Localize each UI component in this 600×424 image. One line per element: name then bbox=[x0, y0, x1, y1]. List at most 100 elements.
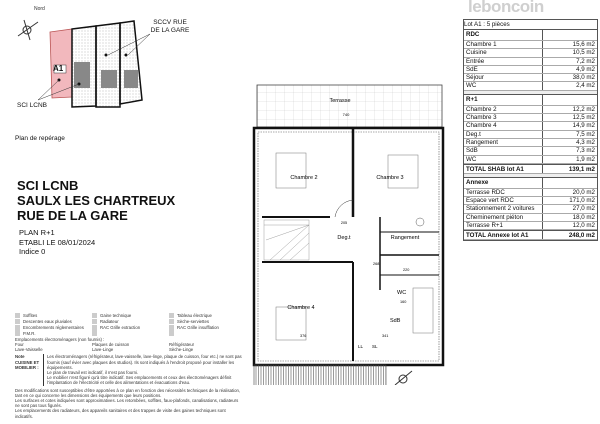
compass-icon bbox=[394, 370, 413, 385]
appliance-item: Lave-Vaisselle bbox=[15, 347, 43, 353]
table-row: Terrasse R+1 12,0 m2 bbox=[464, 222, 597, 231]
room-area: 12,5 m2 bbox=[572, 114, 595, 122]
room-label-wc: WC bbox=[397, 290, 406, 296]
room-label-bedroom2: Chambre 2 bbox=[290, 175, 317, 181]
room-area: 7,3 m2 bbox=[576, 147, 595, 155]
lot-label: A1 bbox=[53, 64, 64, 73]
appliance-item: Réfrigérateur bbox=[169, 342, 195, 348]
lower-roof bbox=[253, 364, 387, 385]
room-area: 12,0 m2 bbox=[572, 222, 595, 230]
note-heading: Note CUISINE ET MOBILIER : bbox=[15, 354, 40, 370]
dim-landing: 205 bbox=[341, 221, 347, 225]
room-name: SdE bbox=[464, 65, 543, 74]
room-area: 7,5 m2 bbox=[576, 130, 595, 138]
room-area: 2,4 m2 bbox=[576, 82, 595, 90]
room-name: Terrasse R+1 bbox=[464, 222, 543, 230]
title-line: SAULX LES CHARTREUX bbox=[17, 193, 176, 208]
legend-item: Descentes eaux pluviales bbox=[15, 319, 89, 325]
appliance-item: Lave-Linge bbox=[92, 347, 114, 353]
table-row: Chambre 1 15,6 m2 bbox=[464, 41, 597, 50]
appliances-title: Emplacements électroménagers (non fourni… bbox=[15, 336, 105, 342]
room-label-sl: SL bbox=[372, 344, 378, 349]
appliance-item: Plaques de cuisson bbox=[92, 342, 130, 348]
total-label: TOTAL Annexe lot A1 bbox=[464, 231, 543, 240]
appliance-item: Sèche-Linge bbox=[169, 347, 194, 353]
legend-item: Gaine technique bbox=[92, 313, 166, 319]
notes-block: Note CUISINE ET MOBILIER : Les électromé… bbox=[15, 354, 243, 386]
room-label-ll: LL bbox=[358, 344, 364, 349]
terrace-dimension: 740 bbox=[343, 112, 350, 117]
dim-wc: 160 bbox=[400, 300, 406, 304]
parcel-3 bbox=[95, 22, 121, 108]
room-label-bedroom4: Chambre 4 bbox=[287, 305, 314, 311]
plan-info: PLAN R+1 ETABLI LE 08/01/2024 Indice 0 bbox=[19, 228, 95, 257]
house-outline bbox=[252, 126, 445, 367]
plan-date: ETABLI LE 08/01/2024 bbox=[19, 237, 96, 247]
total-label: TOTAL SHAB lot A1 bbox=[464, 164, 543, 173]
room-name: Chambre 4 bbox=[464, 122, 543, 130]
room-area: 18,0 m2 bbox=[572, 213, 595, 221]
watermark: leboncoin bbox=[468, 0, 544, 16]
project-title: SCI LCNB SAULX LES CHARTREUX RUE DE LA G… bbox=[17, 178, 175, 223]
section-annexe: Annexe bbox=[464, 177, 597, 189]
room-area: 4,9 m2 bbox=[576, 65, 595, 73]
staircase bbox=[263, 219, 310, 261]
table-header-label: Lot A1 : 5 pièces bbox=[464, 21, 510, 28]
north-label: Nord bbox=[34, 6, 45, 12]
room-area: 4,3 m2 bbox=[576, 138, 595, 146]
footer-note: Les surfaces et cotes indiquées sont app… bbox=[15, 398, 239, 409]
site-plan bbox=[17, 19, 151, 108]
notes: Les électroménagers (réfrigérateur, lave… bbox=[43, 354, 243, 386]
section-r1: R+1 bbox=[464, 94, 597, 106]
legend-item: Soffites bbox=[15, 313, 89, 319]
legend-item: Encombrements réglementaires P.M.R. bbox=[15, 325, 89, 336]
bed bbox=[275, 306, 307, 341]
legend-item: Radiateur bbox=[92, 319, 166, 325]
footer-notes: Des modifications sont susceptibles d'êt… bbox=[15, 388, 243, 419]
plan-level: PLAN R+1 bbox=[19, 228, 55, 237]
parcel-4 bbox=[119, 20, 143, 105]
room-area: 38,0 m2 bbox=[572, 74, 595, 82]
dim-storage: 220 bbox=[403, 268, 409, 272]
neighbor-label-line: SCCV RUE bbox=[153, 19, 187, 26]
room-name: Chambre 1 bbox=[464, 41, 543, 49]
room-area: 12,2 m2 bbox=[572, 105, 595, 113]
floor-plan: Terrasse 740 Chambre 2 Chambre 3 Deg.t R… bbox=[252, 84, 445, 385]
room-name: Stationnement 2 voitures bbox=[464, 205, 543, 213]
room-name: Chambre 2 bbox=[464, 105, 543, 114]
room-area: 7,2 m2 bbox=[576, 57, 595, 65]
legend-item: Tableau électrique bbox=[169, 313, 243, 319]
room-area: 14,9 m2 bbox=[572, 122, 595, 130]
neighbor-label: SCCV RUE DE LA GARE bbox=[140, 19, 200, 35]
title-line: SCI LCNB bbox=[17, 178, 79, 193]
footer-note: Les emplacements des radiateurs, des app… bbox=[15, 408, 226, 419]
room-name: WC bbox=[464, 155, 543, 163]
room-area: 15,6 m2 bbox=[572, 41, 595, 48]
terrace bbox=[256, 84, 443, 128]
table-header: Lot A1 : 5 pièces bbox=[464, 20, 597, 30]
compass-icon bbox=[17, 19, 39, 41]
note: Les électroménagers (réfrigérateur, lave… bbox=[47, 354, 242, 370]
legend-item: Sèche-serviettes bbox=[169, 319, 243, 325]
section-label: RDC bbox=[464, 30, 543, 40]
site-plan-caption: Plan de repérage bbox=[15, 135, 65, 142]
toilet bbox=[415, 217, 425, 227]
room-name: Séjour bbox=[464, 74, 543, 82]
dim-landing-depth: 268 bbox=[373, 262, 379, 266]
note: Le plan de travail est indicatif, il n'e… bbox=[47, 370, 139, 376]
table-row: SdE 4,9 m2 bbox=[464, 65, 597, 75]
appliance-item: Four bbox=[15, 342, 24, 348]
room-name: Rangement bbox=[464, 138, 543, 147]
table-row: Rangement 4,3 m2 bbox=[464, 138, 597, 148]
